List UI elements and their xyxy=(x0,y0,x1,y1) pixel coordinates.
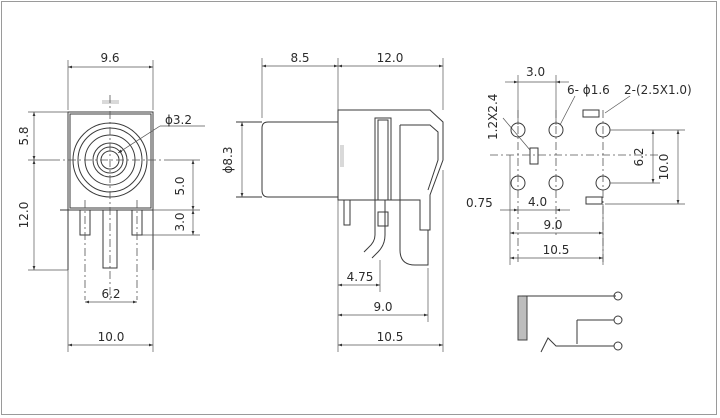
dim-hole-dia: ϕ3.2 xyxy=(165,113,192,127)
pcb-layout: 3.0 6- ϕ1.6 2-(2.5X1.0) 1.2X2.4 xyxy=(466,65,692,265)
dim-8-5: 8.5 xyxy=(290,51,309,65)
dim-5-0: 5.0 xyxy=(173,176,187,195)
dim-pcb-0-75: 0.75 xyxy=(466,196,493,210)
dim-pcb-6-2: 6.2 xyxy=(632,147,646,166)
dim-plug-dia: ϕ8.3 xyxy=(221,147,235,174)
dim-3-0: 3.0 xyxy=(173,212,187,231)
dim-10-0: 10.0 xyxy=(98,330,125,344)
dim-side-12-0: 12.0 xyxy=(377,51,404,65)
jack-schematic-symbol xyxy=(517,291,623,353)
pcb-holes xyxy=(510,122,611,191)
dim-pcb-10-5: 10.5 xyxy=(543,243,570,257)
dim-pcb-3-0: 3.0 xyxy=(526,65,545,79)
dim-side-10-5: 10.5 xyxy=(377,330,404,344)
note-slots: 2-(2.5X1.0) xyxy=(624,83,692,97)
dim-9-6: 9.6 xyxy=(100,51,119,65)
note-holes: 6- ϕ1.6 xyxy=(567,83,610,97)
note-small-slot: 1.2X2.4 xyxy=(486,94,500,140)
dim-pcb-9-0: 9.0 xyxy=(543,218,562,232)
front-view: 9.6 ϕ3.2 5.8 12.0 5.0 xyxy=(17,51,205,352)
dim-pcb-10-0: 10.0 xyxy=(657,154,671,181)
side-view: 8.5 12.0 ϕ8.3 4.75 9.0 10.5 xyxy=(221,51,444,352)
dim-4-75: 4.75 xyxy=(347,270,374,284)
dim-12-0: 12.0 xyxy=(17,202,31,229)
dim-6-2: 6.2 xyxy=(101,287,120,301)
dim-5-8: 5.8 xyxy=(17,126,31,145)
dim-side-9-0: 9.0 xyxy=(373,300,392,314)
dim-pcb-4-0: 4.0 xyxy=(528,195,547,209)
